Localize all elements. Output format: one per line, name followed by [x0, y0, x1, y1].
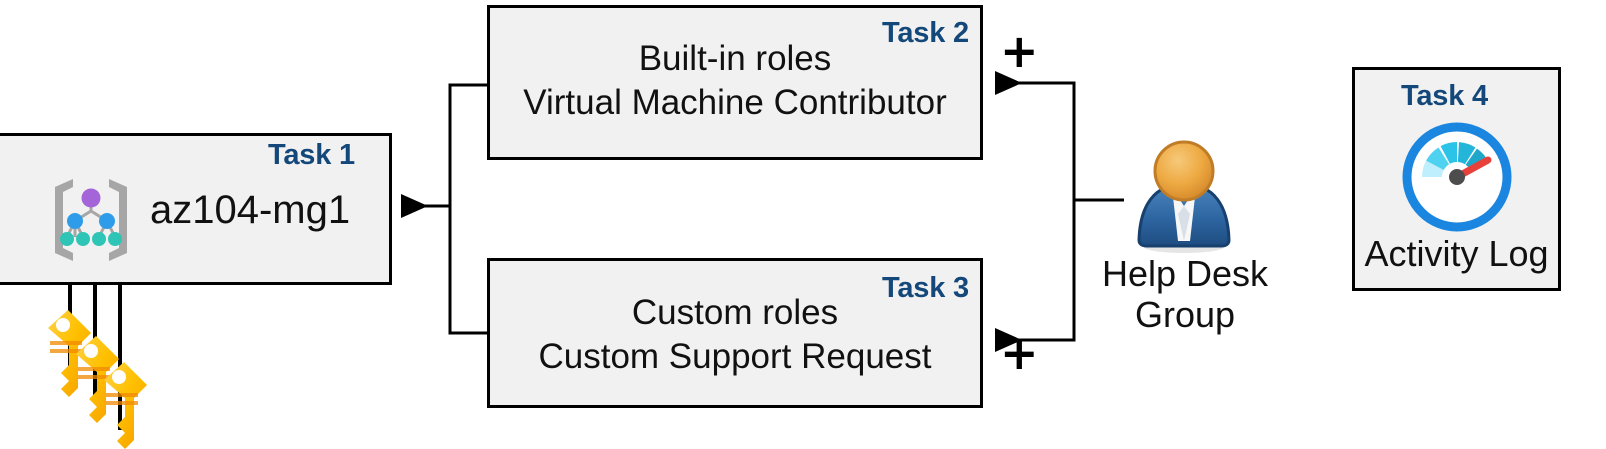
task-2-label: Task 2 — [882, 17, 969, 49]
key-1 — [48, 310, 91, 397]
task-3-label: Task 3 — [882, 272, 969, 304]
key-3 — [104, 362, 147, 449]
task-2-line-1: Built-in roles — [638, 39, 832, 78]
task-1-label: Task 1 — [268, 139, 355, 171]
gauge-icon — [1402, 122, 1512, 232]
task-3-line-1: Custom roles — [631, 293, 839, 332]
help-desk-line-2: Group — [1134, 294, 1236, 336]
task-2-box[interactable] — [487, 5, 983, 160]
task-2-line-2: Virtual Machine Contributor — [523, 83, 947, 122]
task-4-resource-name: Activity Log — [1364, 233, 1549, 274]
keys-icon — [48, 310, 147, 449]
help-desk-line-1: Help Desk — [1101, 253, 1269, 294]
task-1-resource-name: az104-mg1 — [150, 188, 351, 232]
task-3-box[interactable] — [487, 258, 983, 408]
task-3-line-2: Custom Support Request — [538, 337, 932, 376]
key-2 — [76, 336, 119, 423]
plus-icon-bottom: + — [1000, 326, 1039, 380]
task-1-box[interactable] — [0, 133, 392, 285]
user-group-icon — [1137, 140, 1231, 253]
help-desk-group-label: Help Desk Group — [1075, 253, 1295, 336]
task-4-label: Task 4 — [1401, 80, 1488, 112]
plus-icon-top: + — [1000, 24, 1039, 78]
connector-roles-to-mg — [401, 83, 487, 335]
management-group-icon — [55, 179, 127, 261]
